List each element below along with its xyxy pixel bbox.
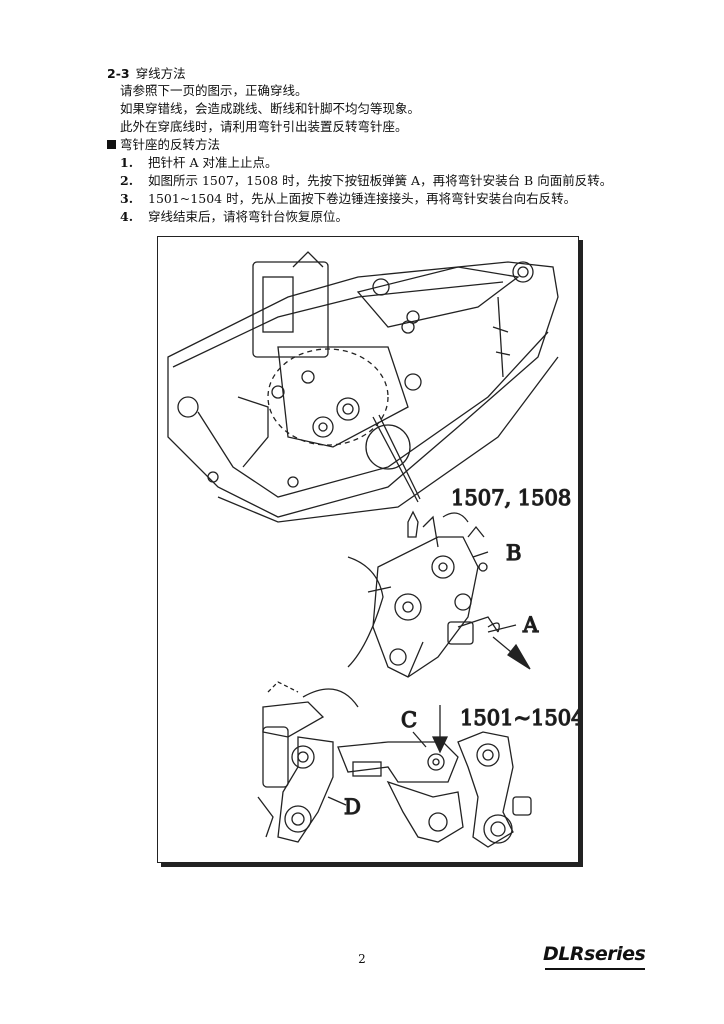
machine-body-drawing [167, 251, 559, 523]
page-number: 2 [358, 952, 366, 966]
leader-b [472, 551, 489, 558]
looper-mechanism-upper-drawing [347, 510, 500, 678]
step-number: 4. [120, 209, 134, 224]
figure-label-c: C [401, 708, 417, 732]
section-title-text: 穿线方法 [135, 66, 186, 81]
series-logo: DLRseries [543, 943, 646, 965]
leader-a [487, 624, 517, 633]
step-number: 2. [120, 173, 134, 188]
step-number: 3. [120, 191, 134, 206]
arrow-a-head [507, 643, 531, 670]
machine-drawing: 1507, 1508 B A C 1501~1504 D [167, 251, 578, 848]
step-text: 如图所示 1507，1508 时，先按下按钮板弹簧 A，再将弯针安装台 B 向面… [148, 173, 613, 188]
step-item: 2. 如图所示 1507，1508 时，先按下按钮板弹簧 A，再将弯针安装台 B … [120, 173, 612, 189]
leader-d [327, 796, 347, 806]
step-text: 穿线结束后，请将弯针台恢复原位。 [148, 209, 349, 224]
looper-mechanism-lower-drawing [257, 681, 532, 848]
figure-label-1507-1508: 1507, 1508 [451, 486, 571, 510]
subsection-title: 弯针座的反转方法 [107, 137, 220, 153]
section-title: 2-3 穿线方法 [107, 66, 186, 82]
logo-underline [545, 968, 645, 970]
step-text: 1501~1504 时，先从上面按下卷边锤连接接头，再将弯针安装台向右反转。 [148, 191, 577, 206]
figure-label-1501-1504: 1501~1504 [460, 706, 578, 730]
subsection-title-text: 弯针座的反转方法 [120, 137, 221, 152]
square-bullet-icon [107, 140, 116, 149]
pointer-line [372, 414, 421, 503]
paragraph: 如果穿错线，会造成跳线、断线和针脚不均匀等现象。 [120, 101, 421, 116]
figure-label-d: D [344, 795, 361, 819]
step-text: 把针杆 A 对准上止点。 [148, 155, 278, 170]
leader-c [412, 731, 427, 748]
arrow-c-head [431, 736, 449, 754]
step-item: 1. 把针杆 A 对准上止点。 [120, 155, 277, 171]
figure-label-b: B [506, 541, 521, 565]
figure-label-a: A [522, 613, 539, 637]
figure-illustration: 1507, 1508 B A C 1501~1504 D [157, 236, 579, 863]
paragraph: 请参照下一页的图示，正确穿线。 [120, 83, 308, 98]
section-number: 2-3 [107, 66, 130, 81]
paragraph: 此外在穿底线时，请利用弯针引出装置反转弯针座。 [120, 119, 408, 134]
step-item: 3. 1501~1504 时，先从上面按下卷边锤连接接头，再将弯针安装台向右反转。 [120, 191, 576, 207]
step-item: 4. 穿线结束后，请将弯针台恢复原位。 [120, 209, 348, 225]
step-number: 1. [120, 155, 134, 170]
